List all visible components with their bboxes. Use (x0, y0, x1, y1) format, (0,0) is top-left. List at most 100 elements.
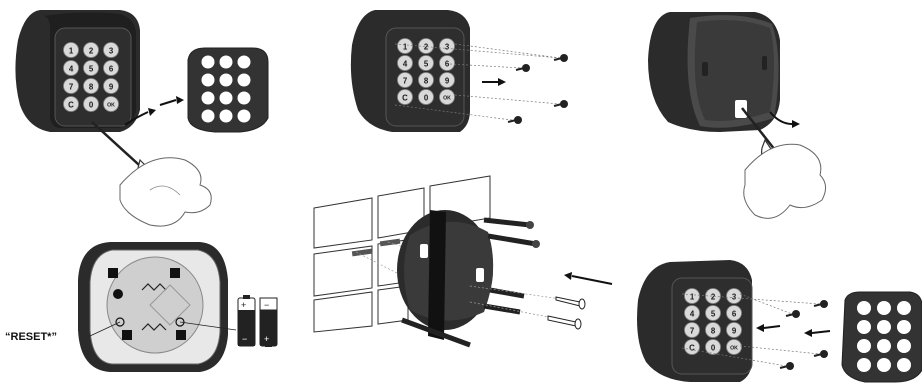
cover-key-hole (897, 339, 911, 353)
cover-key-hole (238, 92, 251, 105)
arrow-icon (482, 78, 506, 86)
cover-key-hole (877, 339, 891, 353)
keypad-key-8: 8 (84, 79, 99, 94)
keypad-key-label: 8 (89, 83, 94, 92)
keypad-key-label: 0 (711, 344, 716, 353)
keypad-key-label: 9 (109, 83, 114, 92)
keypad-key-c: C (685, 340, 700, 355)
cover-key-hole (220, 74, 233, 87)
keypad-key-label: C (689, 344, 695, 353)
battery-icon: − + (260, 298, 277, 347)
keypad-key-label: 7 (690, 327, 695, 336)
screw (814, 300, 828, 308)
step-wall-mount (314, 176, 612, 345)
keypad-key-9: 9 (727, 323, 742, 338)
keypad-key-label: 1 (403, 43, 408, 52)
keypad-key-7: 7 (685, 323, 700, 338)
cover-key-hole (857, 320, 871, 334)
battery-minus-sign: − (242, 334, 247, 344)
hand-icon (744, 144, 826, 218)
keypad-key-label: 8 (711, 327, 716, 336)
keypad-key-6: 6 (727, 306, 742, 321)
hand-icon (120, 158, 211, 226)
keypad-key-ok: OK (440, 90, 455, 105)
cover-key-hole (220, 92, 233, 105)
cover-key-hole (202, 74, 215, 87)
keypad-key-label: 5 (711, 310, 716, 319)
cover-key-hole (202, 56, 215, 69)
back-housing (397, 210, 540, 345)
keypad-housing (637, 260, 752, 382)
keypad-key-label: OK (730, 346, 738, 352)
keypad-key-7: 7 (398, 73, 413, 88)
cover-key-hole (897, 358, 911, 372)
keypad-key-label: 1 (690, 293, 695, 302)
keypad-key-label: 6 (732, 310, 737, 319)
keypad-key-label: 6 (445, 60, 450, 69)
keypad-key-label: 5 (424, 60, 429, 69)
keypad-key-label: 3 (109, 47, 114, 56)
keypad-key-label: OK (107, 103, 115, 109)
cover-key-hole (877, 301, 891, 315)
keypad-key-label: C (402, 94, 408, 103)
cover-key-hole (877, 320, 891, 334)
keypad-key-0: 0 (419, 90, 434, 105)
keypad-key-ok: OK (104, 97, 119, 112)
keypad-key-6: 6 (440, 56, 455, 71)
keypad-key-label: 2 (89, 47, 94, 56)
keypad-key-label: 3 (445, 43, 450, 52)
keypad-key-9: 9 (104, 79, 119, 94)
keypad-key-label: 9 (732, 327, 737, 336)
reset-label: “RESET*” (5, 331, 57, 343)
step-remove-cover: 1 2 3 4 5 6 7 8 9C 0 OK (15, 10, 268, 226)
keypad-key-4: 4 (64, 61, 79, 76)
keypad-key-5: 5 (706, 306, 721, 321)
cover-key-hole (238, 110, 251, 123)
keypad-key-8: 8 (706, 323, 721, 338)
cover-key-hole (220, 110, 233, 123)
keypad-key-5: 5 (84, 61, 99, 76)
keypad-key-9: 9 (440, 73, 455, 88)
battery-plus-sign: + (264, 334, 269, 344)
battery-plus-sign: + (241, 300, 246, 310)
cover-key-hole (857, 358, 871, 372)
battery-icon: + − (238, 295, 255, 346)
keypad-key-label: 1 (69, 47, 74, 56)
keypad-key-label: 7 (403, 77, 408, 86)
keypad-housing (351, 10, 470, 132)
cover-key-hole (238, 74, 251, 87)
keypad-key-label: 8 (424, 77, 429, 86)
keypad-key-c: C (398, 90, 413, 105)
cover-plate (188, 48, 268, 132)
keypad-key-label: 6 (109, 65, 114, 74)
keypad-key-label: 3 (732, 293, 737, 302)
keypad-key-label: 4 (690, 310, 695, 319)
keypad-key-0: 0 (84, 97, 99, 112)
step-battery-reset: “RESET*” + − − + (5, 242, 277, 372)
keypad-key-0: 0 (706, 340, 721, 355)
keypad-key-label: 4 (403, 60, 408, 69)
cover-key-hole (202, 110, 215, 123)
keypad-key-7: 7 (64, 79, 79, 94)
keypad-key-5: 5 (419, 56, 434, 71)
keypad-key-label: 0 (89, 101, 94, 110)
keypad-key-label: 4 (69, 65, 74, 74)
cover-key-hole (877, 358, 891, 372)
keypad-key-3: 3 (440, 39, 455, 54)
keypad-key-3: 3 (104, 43, 119, 58)
back-housing-open (78, 242, 228, 372)
screw (780, 362, 794, 370)
cover-key-hole (857, 339, 871, 353)
battery-minus-sign: − (264, 300, 269, 310)
keypad-key-2: 2 (84, 43, 99, 58)
keypad-key-label: OK (443, 96, 451, 102)
keypad-key-label: 0 (424, 94, 429, 103)
cover-plate (842, 292, 922, 382)
keypad-key-c: C (64, 97, 79, 112)
cover-key-hole (220, 56, 233, 69)
keypad-key-label: C (68, 101, 74, 110)
cover-key-hole (202, 92, 215, 105)
